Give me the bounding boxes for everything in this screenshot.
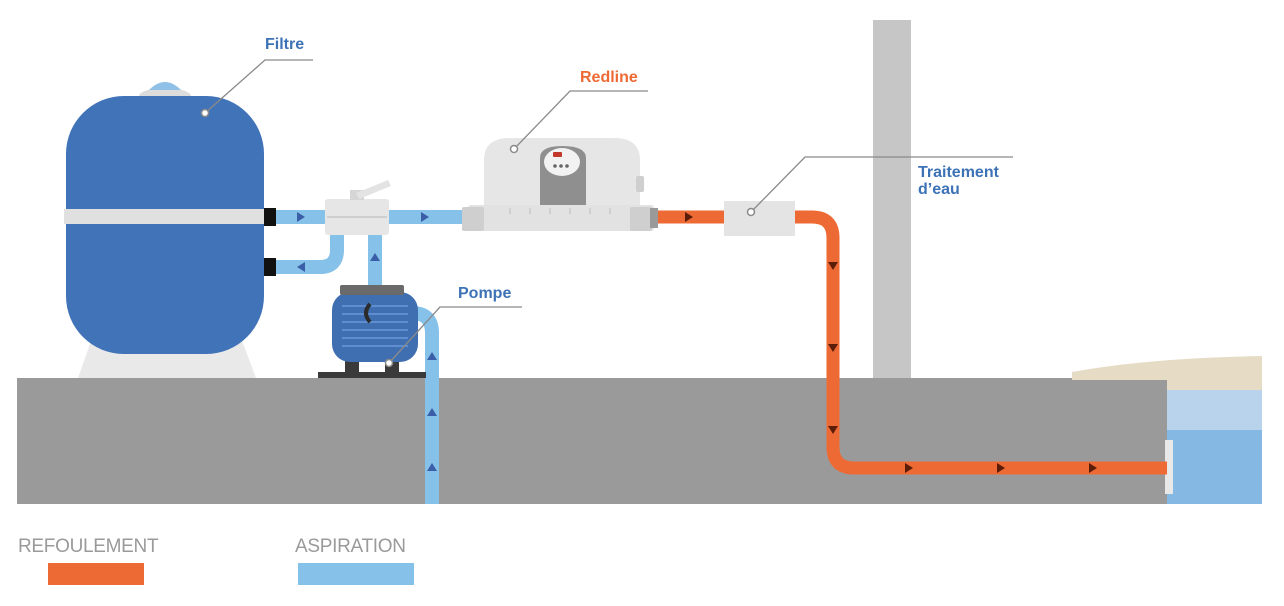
pump-fins — [342, 305, 408, 347]
callout-traitement — [750, 156, 1013, 213]
redline-button — [553, 164, 557, 168]
callout-redline — [513, 90, 648, 150]
pipe-valve-to-filter — [276, 232, 344, 274]
legend-refoulement-label: REFOULEMENT — [18, 536, 159, 557]
redline-union-left — [462, 207, 484, 231]
flow-arrow — [828, 262, 838, 270]
pool-deck — [1072, 356, 1262, 390]
redline-union-right — [630, 207, 652, 231]
redline-ribs — [509, 208, 611, 214]
callout-dot — [200, 108, 210, 118]
filter-cap — [149, 82, 181, 90]
flow-arrows-aspiration — [297, 212, 437, 471]
legend: REFOULEMENT ASPIRATION — [18, 536, 414, 585]
wall-column — [873, 20, 911, 380]
pump-inlet-collar — [364, 302, 372, 324]
flow-arrow — [828, 426, 838, 434]
water-treatment-box — [724, 201, 795, 236]
callout-dot — [746, 207, 756, 217]
callout-dot — [384, 358, 394, 368]
flow-arrows-refoulement — [685, 212, 1097, 473]
pool-water-top — [1167, 390, 1262, 430]
flow-arrow — [427, 352, 437, 360]
redline-cell — [468, 205, 654, 231]
filter-port-top — [264, 208, 276, 226]
legend-refoulement-swatch — [48, 563, 144, 585]
redline-side-knob — [636, 176, 644, 192]
flow-arrow — [427, 463, 437, 471]
pool-water — [1167, 430, 1262, 504]
redline-cap-right — [650, 208, 658, 228]
redline-button — [565, 164, 569, 168]
pump-foot-left — [345, 360, 359, 374]
flow-arrow — [685, 212, 693, 222]
flow-arrow — [297, 262, 305, 272]
legend-aspiration-label: ASPIRATION — [295, 536, 406, 557]
pump-lid — [340, 285, 404, 295]
pool-inlet — [1165, 440, 1173, 494]
flow-arrow — [828, 344, 838, 352]
redline-led — [553, 152, 562, 157]
label-redline: Redline — [580, 69, 638, 86]
callout-filtre — [204, 59, 313, 114]
label-pompe: Pompe — [458, 285, 511, 302]
callout-pompe — [388, 306, 522, 364]
filter-body — [66, 96, 264, 354]
multiport-valve — [325, 180, 391, 235]
flow-arrow — [1089, 463, 1097, 473]
label-traitement-line1: Traitement — [918, 164, 1000, 181]
filter-band — [64, 209, 268, 224]
filter-tank — [64, 82, 276, 354]
ground-slab — [17, 378, 1167, 504]
callout-dot — [509, 144, 519, 154]
redline-display — [544, 148, 580, 176]
legend-aspiration-swatch — [298, 563, 414, 585]
pump — [318, 285, 426, 378]
label-traitement-line2: d’eau — [918, 181, 960, 198]
label-filtre: Filtre — [265, 36, 304, 53]
redline-button — [559, 164, 563, 168]
flow-arrow — [997, 463, 1005, 473]
callout-dots — [200, 108, 756, 368]
refoulement-pipe — [656, 210, 1167, 475]
flow-arrow — [905, 463, 913, 473]
pump-feet — [318, 372, 426, 378]
redline-unit — [462, 138, 658, 231]
flow-arrow — [427, 408, 437, 416]
flow-arrow — [370, 253, 380, 261]
pump-motor — [332, 292, 418, 362]
filter-port-bottom — [264, 258, 276, 276]
pool — [1072, 356, 1262, 504]
valve-handle — [356, 180, 391, 199]
flow-arrow — [297, 212, 305, 222]
flow-arrow — [421, 212, 429, 222]
callout-lines — [204, 59, 1013, 364]
